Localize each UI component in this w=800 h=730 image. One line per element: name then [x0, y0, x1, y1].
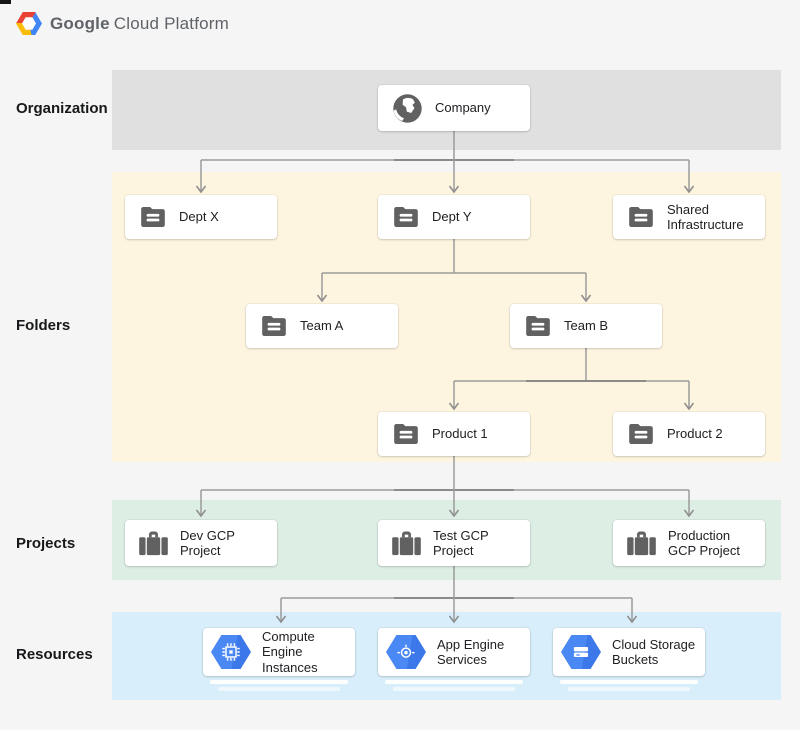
stacked-card-strip	[568, 687, 690, 691]
node-shared-infrastructure: Shared Infrastructure	[613, 195, 765, 239]
brand-primary: Google	[50, 13, 110, 33]
compute-engine-icon	[211, 635, 251, 669]
node-label: Shared Infrastructure	[667, 201, 744, 232]
node-app-engine-services: App Engine Services	[378, 628, 530, 676]
node-company: Company	[378, 85, 530, 131]
folder-icon	[391, 421, 421, 447]
node-label: Team A	[300, 318, 344, 334]
row-label-organization: Organization	[16, 100, 108, 117]
node-label: Dept Y	[432, 209, 472, 225]
node-dept-y: Dept Y	[378, 195, 530, 239]
screenshot-artifact	[0, 0, 11, 4]
project-briefcase-icon	[138, 529, 169, 557]
row-label-resources: Resources	[16, 646, 93, 663]
node-product-2: Product 2	[613, 412, 765, 456]
app-engine-icon	[386, 635, 426, 669]
node-product-1: Product 1	[378, 412, 530, 456]
node-label: Team B	[564, 318, 609, 334]
brand-secondary: Cloud Platform	[113, 13, 229, 33]
stacked-card-strip	[393, 687, 515, 691]
node-compute-engine-instances: Compute Engine Instances	[203, 628, 355, 676]
node-label: Dev GCP Project	[180, 527, 235, 558]
folder-icon	[626, 204, 656, 230]
stacked-card-strip	[218, 687, 340, 691]
node-dept-x: Dept X	[125, 195, 277, 239]
globe-icon	[391, 92, 424, 125]
folder-icon	[259, 313, 289, 339]
cloud-storage-icon	[561, 635, 601, 669]
node-team-a: Team A	[246, 304, 398, 348]
node-label: Production GCP Project	[668, 527, 741, 558]
node-label: Company	[435, 100, 491, 116]
node-production-gcp-project: Production GCP Project	[613, 520, 765, 566]
node-label: Compute Engine Instances	[262, 629, 318, 675]
folder-icon	[626, 421, 656, 447]
node-label: Product 2	[667, 426, 723, 442]
gcp-hexagon-logo-icon	[16, 12, 42, 35]
stacked-card-strip	[210, 680, 348, 684]
project-briefcase-icon	[391, 529, 422, 557]
project-briefcase-icon	[626, 529, 657, 557]
node-label: Test GCP Project	[433, 527, 489, 558]
stacked-card-strip	[560, 680, 698, 684]
node-dev-gcp-project: Dev GCP Project	[125, 520, 277, 566]
node-label: Product 1	[432, 426, 488, 442]
node-label: Dept X	[179, 209, 219, 225]
node-test-gcp-project: Test GCP Project	[378, 520, 530, 566]
node-label: App Engine Services	[437, 636, 505, 667]
folder-icon	[138, 204, 168, 230]
row-label-projects: Projects	[16, 535, 76, 552]
node-label: Cloud Storage Buckets	[612, 636, 696, 667]
folder-icon	[391, 204, 421, 230]
row-label-folders: Folders	[16, 317, 71, 334]
stacked-card-strip	[385, 680, 523, 684]
folder-icon	[523, 313, 553, 339]
connector-lines	[195, 131, 695, 624]
node-team-b: Team B	[510, 304, 662, 348]
node-cloud-storage-buckets: Cloud Storage Buckets	[553, 628, 705, 676]
